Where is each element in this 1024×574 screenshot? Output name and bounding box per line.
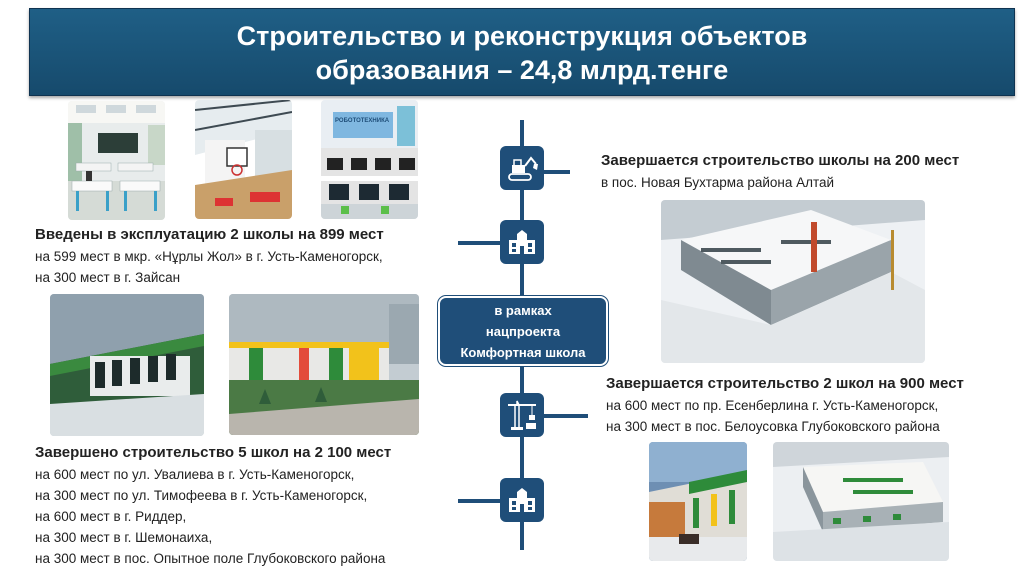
completed-line: на 300 мест по ул. Тимофеева в г. Усть-К… bbox=[35, 488, 368, 503]
school-construction-photo-2 bbox=[773, 442, 949, 561]
robotics-class-photo: РОБОТОТЕХНИКА bbox=[321, 100, 418, 219]
crane-node bbox=[500, 393, 544, 437]
excavator-node bbox=[500, 146, 544, 190]
completed-block: Завершено строительство 5 школ на 2 100 … bbox=[35, 442, 475, 569]
finishing-one-line: в пос. Новая Бухтарма района Алтай bbox=[601, 175, 835, 190]
commissioned-line: на 300 мест в г. Зайсан bbox=[35, 270, 181, 285]
finishing-two-heading: Завершается строительство 2 школ на 900 … bbox=[606, 375, 964, 392]
completed-heading: Завершено строительство 5 школ на 2 100 … bbox=[35, 444, 392, 461]
national-project-box: в рамках нацпроекта Комфортная школа bbox=[437, 295, 609, 367]
title-banner: Строительство и реконструкция объектов о… bbox=[29, 8, 1015, 96]
school-exterior-photo-2 bbox=[229, 294, 419, 435]
connector-line-4 bbox=[458, 499, 522, 503]
connector-line-3 bbox=[524, 414, 588, 418]
page-title: Строительство и реконструкция объектов о… bbox=[30, 19, 1014, 87]
title-line-1: Строительство и реконструкция объектов bbox=[236, 21, 808, 51]
finishing-one-heading: Завершается строительство школы на 200 м… bbox=[601, 152, 960, 169]
robotics-sign: РОБОТОТЕХНИКА bbox=[335, 118, 390, 124]
center-box-line-1: в рамках bbox=[494, 302, 552, 318]
connector-line-1 bbox=[524, 170, 570, 174]
excavator-icon bbox=[508, 156, 538, 181]
finishing-two-line: на 300 мест в пос. Белоусовка Глубоковск… bbox=[606, 419, 940, 434]
title-line-2: образования – 24,8 млрд.тенге bbox=[315, 55, 729, 85]
school-building-icon bbox=[509, 488, 535, 512]
finishing-two-block: Завершается строительство 2 школ на 900 … bbox=[606, 373, 1016, 437]
school-exterior-photo-1 bbox=[50, 294, 204, 436]
commissioned-heading: Введены в эксплуатацию 2 школы на 899 ме… bbox=[35, 226, 384, 243]
school-node-2 bbox=[500, 478, 544, 522]
crane-icon bbox=[508, 400, 536, 430]
connector-line-2 bbox=[458, 241, 522, 245]
school-building-icon bbox=[509, 230, 535, 254]
commissioned-block: Введены в эксплуатацию 2 школы на 899 ме… bbox=[35, 224, 455, 288]
school-construction-photo-1 bbox=[649, 442, 747, 561]
commissioned-line: на 599 мест в мкр. «Нұрлы Жол» в г. Усть… bbox=[35, 249, 383, 264]
gym-photo bbox=[195, 100, 292, 219]
finishing-two-line: на 600 мест по пр. Есенберлина г. Усть-К… bbox=[606, 398, 939, 413]
construction-aerial-photo bbox=[661, 200, 925, 363]
school-node-1 bbox=[500, 220, 544, 264]
center-box-line-2: нацпроекта bbox=[485, 323, 561, 339]
completed-line: на 300 мест в г. Шемонаиха, bbox=[35, 530, 213, 545]
completed-line: на 600 мест в г. Риддер, bbox=[35, 509, 187, 524]
finishing-one-block: Завершается строительство школы на 200 м… bbox=[601, 150, 1011, 193]
completed-line: на 600 мест по ул. Увалиева в г. Усть-Ка… bbox=[35, 467, 355, 482]
center-box-line-3: Комфортная школа bbox=[460, 344, 586, 360]
classroom-photo bbox=[68, 101, 165, 220]
completed-line: на 300 мест в пос. Опытное поле Глубоков… bbox=[35, 551, 386, 566]
